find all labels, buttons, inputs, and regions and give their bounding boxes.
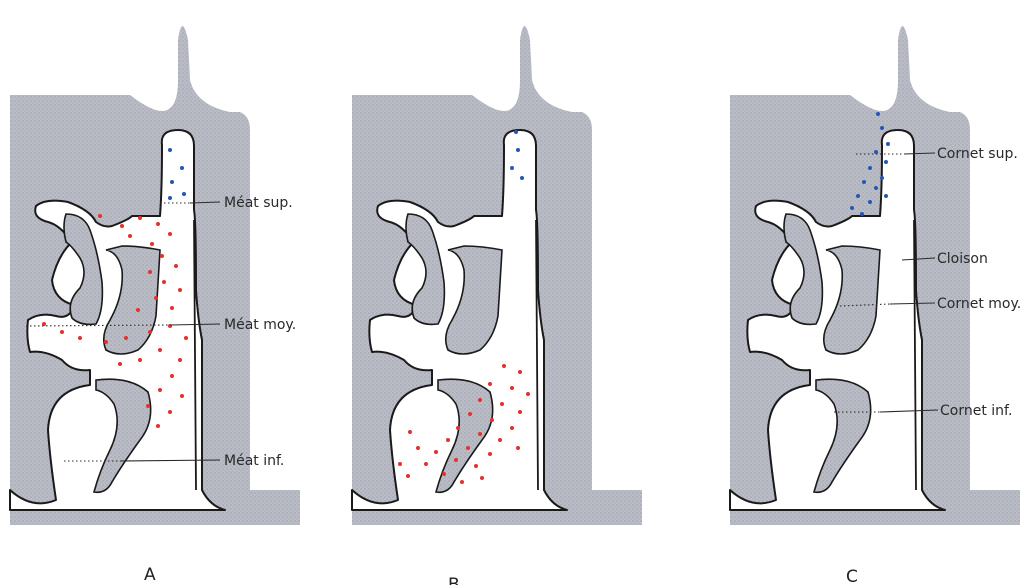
- panel-a: Méat sup. Méat moy. Méat inf. A: [10, 26, 300, 585]
- section-b-outline: [352, 26, 642, 525]
- label-meat-moy: Méat moy.: [224, 317, 296, 333]
- section-c-outline: [730, 26, 1020, 525]
- label-cornet-sup: Cornet sup.: [937, 146, 1018, 162]
- panel-b: B: [352, 26, 642, 585]
- label-meat-sup: Méat sup.: [224, 195, 293, 211]
- label-cornet-inf: Cornet inf.: [940, 403, 1012, 419]
- label-meat-inf: Méat inf.: [224, 453, 284, 469]
- caption-c: C: [846, 567, 858, 585]
- section-a-outline: [10, 26, 300, 525]
- panel-c: Cornet sup. Cloison Cornet moy. Cornet i…: [730, 26, 1021, 585]
- caption-b: B: [448, 575, 460, 585]
- label-cloison: Cloison: [937, 251, 988, 267]
- label-cornet-moy: Cornet moy.: [937, 296, 1021, 312]
- caption-a: A: [144, 565, 156, 585]
